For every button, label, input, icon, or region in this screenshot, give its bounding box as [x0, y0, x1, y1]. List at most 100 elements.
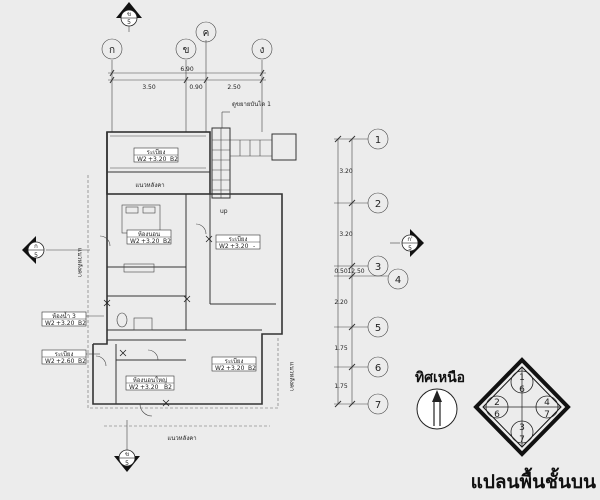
- grid-bubble-label: ง: [260, 45, 265, 56]
- room-material: B2: [163, 238, 171, 245]
- grid-bubble-label: 2: [375, 199, 381, 210]
- room-code: W2: [45, 358, 55, 365]
- room-name: ห้องนอน: [138, 231, 160, 238]
- dimension: 1.75: [334, 383, 348, 390]
- grid-bubble-label: ค: [203, 28, 210, 39]
- room-tag-master-bedroom: ห้องนอนใหญ่ W2 +3.20 B2: [125, 375, 175, 391]
- room-tag-balcony-top: ระเบียง W2 +3.20 B2: [133, 147, 179, 163]
- dimension: 1.75: [334, 345, 348, 352]
- room-material: B2: [164, 384, 172, 391]
- grid-bubble-label: ข: [183, 45, 190, 56]
- room-level: +3.20: [141, 238, 160, 245]
- key-number: 6: [519, 385, 525, 395]
- dimension: 3.20: [339, 168, 353, 175]
- key-number: 7: [519, 435, 525, 445]
- key-number: 6: [494, 410, 500, 420]
- room-tag-balcony-right: ระเบียง W2 +3.20 B2: [211, 356, 257, 372]
- room-code: W2: [215, 365, 225, 372]
- section-letter: ก': [407, 236, 413, 243]
- room-tag-bedroom: ห้องนอน W2 +3.20 B2: [126, 229, 172, 245]
- roof-line-note: แนวหลังคา: [76, 248, 83, 277]
- grid-bubble-label: 7: [375, 400, 381, 411]
- section-marker-left: ก 5: [22, 236, 90, 264]
- room-level: +3.20: [148, 156, 167, 163]
- section-marker-bottom: ข 5: [114, 420, 140, 472]
- room-tag-hall: ระเบียง W2 +3.20 -: [215, 234, 261, 250]
- room-name: ระเบียง: [55, 350, 74, 358]
- room-code: W2: [137, 156, 147, 163]
- grid-bubble-label: ก: [109, 45, 115, 56]
- north-arrow: ทิศเหนือ: [415, 370, 465, 430]
- room-name: ระเบียง: [147, 148, 166, 156]
- room-level: +2.60: [56, 358, 75, 365]
- dimension: 0.50: [334, 268, 348, 275]
- grid-bubble-kh2: [195, 21, 217, 43]
- section-marker-right: ก' 5: [390, 229, 424, 257]
- room-name: ห้องนอนใหญ่: [133, 376, 167, 384]
- section-sheet: 5: [34, 252, 38, 259]
- section-sheet: 5: [408, 245, 412, 252]
- grid-bubble-label: 3: [375, 262, 381, 273]
- stair-up-label: up: [220, 208, 228, 215]
- room-code: W2: [219, 243, 229, 250]
- dimension: 3.20: [339, 231, 353, 238]
- dimension-total: 6.90: [180, 66, 194, 73]
- room-material: B2: [170, 156, 178, 163]
- key-plan: 1 6 2 6 4 7 3 7: [473, 357, 571, 457]
- room-level: +3.20: [230, 243, 249, 250]
- room-tag-balcony-left: ระเบียง W2 +2.60 B2: [41, 349, 100, 365]
- room-material: B2: [248, 365, 256, 372]
- key-number: 3: [519, 423, 525, 433]
- dimension: 0.90: [189, 84, 203, 91]
- room-tag-bathroom: ห้องน้ำ 3 W2 +3.20 B2: [41, 310, 104, 327]
- room-code: W2: [129, 384, 139, 391]
- grid-bubble-ng: [251, 38, 273, 60]
- room-level: +3.20: [56, 320, 75, 327]
- grid-bubble-4: [387, 268, 409, 290]
- section-letter: ข: [127, 11, 131, 18]
- top-grid: ก ข ค ง 6.90 3.50 0.90 2.50: [101, 21, 273, 132]
- grid-bubble-6: [367, 356, 389, 378]
- right-grid: 3.20 3.20 0.50 12.50 2.20 1.75 1.75 1 2 …: [334, 128, 409, 415]
- room-material: B2: [78, 320, 86, 327]
- grid-bubble-k: [101, 38, 123, 60]
- grid-bubble-3: [367, 255, 389, 277]
- drawing-title: แปลนพื้นชั้นบน: [471, 467, 596, 493]
- grid-bubble-7: [367, 393, 389, 415]
- roof-line-note: แนวหลังคา: [167, 435, 196, 442]
- room-code: W2: [130, 238, 140, 245]
- dimension: 2.50: [227, 84, 241, 91]
- room-name: ห้องน้ำ 3: [52, 310, 76, 320]
- grid-bubble-2: [367, 192, 389, 214]
- north-label: ทิศเหนือ: [415, 370, 465, 386]
- roof-line-note: แนวหลังคา: [135, 182, 164, 189]
- grid-bubble-label: 5: [375, 323, 381, 334]
- grid-bubble-label: 1: [375, 135, 381, 146]
- room-material: -: [253, 243, 255, 250]
- room-level: +3.20: [226, 365, 245, 372]
- room-material: B2: [78, 358, 86, 365]
- roof-line-note: แนวหลังคา: [288, 362, 295, 391]
- stair-detail-note: ดูขยายบันได 1: [232, 100, 271, 108]
- dimension: 3.50: [142, 84, 156, 91]
- room-level: +3.20: [140, 384, 159, 391]
- section-sheet: 5: [125, 460, 129, 467]
- grid-bubble-kh: [175, 38, 197, 60]
- grid-bubble-5: [367, 316, 389, 338]
- room-name: ระเบียง: [225, 357, 244, 365]
- dimension-total: 12.50: [347, 268, 364, 275]
- key-number: 1: [519, 373, 525, 383]
- key-number: 7: [544, 410, 550, 420]
- room-code: W2: [45, 320, 55, 327]
- section-letter: ก: [34, 243, 38, 250]
- building: ดูขยายบันได 1 up แนวหลังคา แนวหลังคา แนว…: [76, 100, 297, 442]
- section-marker-top: ข 5: [116, 2, 142, 32]
- key-number: 2: [494, 398, 500, 408]
- room-name: ระเบียง: [229, 235, 248, 243]
- section-sheet: 5: [127, 19, 131, 26]
- key-number: 4: [544, 398, 550, 408]
- dimension: 2.20: [334, 299, 348, 306]
- grid-bubble-1: [367, 128, 389, 150]
- grid-bubble-label: 6: [375, 363, 381, 374]
